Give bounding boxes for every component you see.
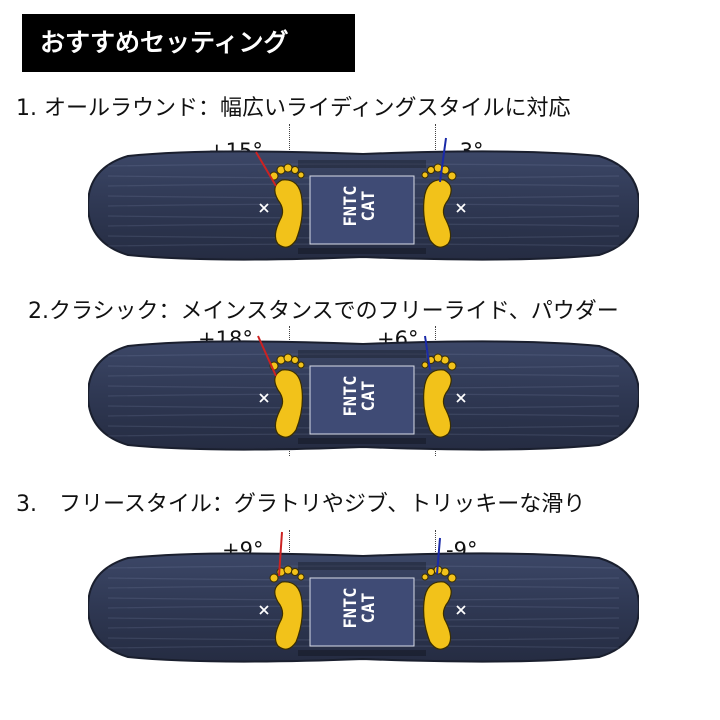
logo-line-2: CAT: [359, 592, 379, 624]
section-title-1: 1. オールラウンド：幅広いライディングスタイルに対応: [16, 96, 571, 121]
logo-line-1: FNTC: [341, 185, 361, 227]
section-title-3: 3. フリースタイル：グラトリやジブ、トリッキーな滑り: [16, 492, 586, 517]
header-title: おすすめセッティング: [40, 28, 289, 57]
logo-line-2: CAT: [359, 380, 379, 412]
logo-line-2: CAT: [359, 190, 379, 222]
section-header: おすすめセッティング: [22, 14, 355, 72]
section-title-2: 2.クラシック：メインスタンスでのフリーライド、パウダー: [28, 299, 619, 324]
logo-line-1: FNTC: [341, 587, 361, 629]
logo-line-1: FNTC: [341, 375, 361, 417]
